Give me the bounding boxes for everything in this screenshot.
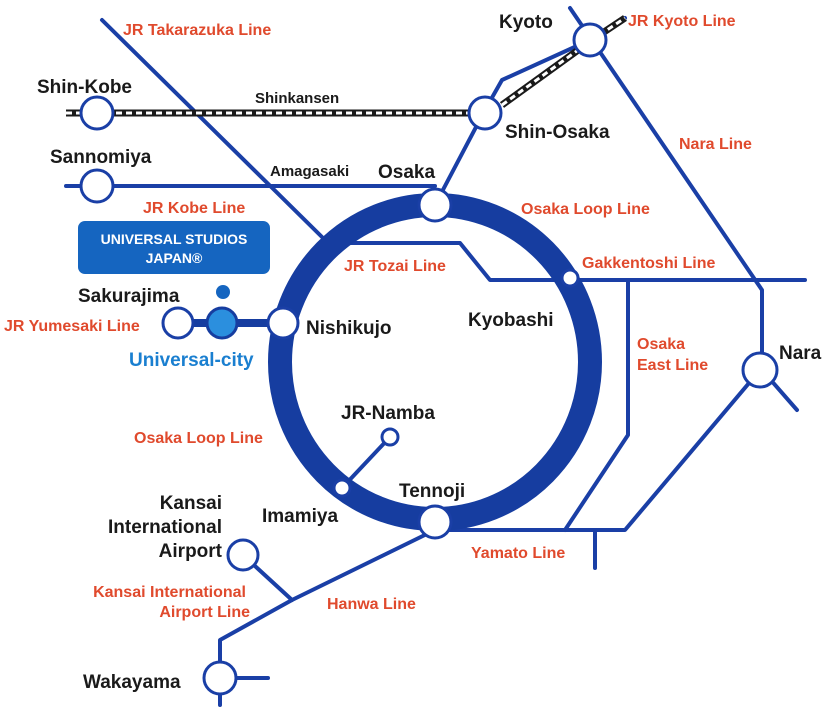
usj-line2: JAPAN® <box>146 250 203 266</box>
label-nishikujo: Nishikujo <box>306 318 392 339</box>
station-sakurajima <box>161 306 195 340</box>
station-nara <box>741 351 779 389</box>
station-kyoto <box>572 22 608 58</box>
label-imamiya: Imamiya <box>262 506 338 527</box>
station-tennoji <box>417 504 453 540</box>
takarazuka-line <box>100 18 324 239</box>
label-kansai-3: Airport <box>159 541 223 562</box>
label-tennoji: Tennoji <box>399 481 465 502</box>
label-jr-namba: JR-Namba <box>341 403 435 424</box>
station-nishikujo <box>266 306 300 340</box>
station-imamiya <box>332 478 352 498</box>
usj-pin <box>216 285 230 299</box>
label-kyoto: Kyoto <box>499 12 553 33</box>
label-nara-line: Nara Line <box>679 136 752 153</box>
yamato-line <box>438 368 762 532</box>
label-shinkansen: Shinkansen <box>255 90 339 107</box>
station-osaka <box>417 187 453 223</box>
label-universal-city: Universal-city <box>129 350 254 371</box>
station-sannomiya <box>79 168 115 204</box>
label-sannomiya: Sannomiya <box>50 147 152 168</box>
stations <box>79 22 779 696</box>
label-kix-line-1: Kansai International <box>93 584 246 601</box>
label-kyobashi: Kyobashi <box>468 310 554 331</box>
label-kansai-2: International <box>108 517 222 538</box>
line-labels: JR Takarazuka Line JR Kyoto Line Shinkan… <box>4 13 752 621</box>
label-shin-osaka: Shin-Osaka <box>505 122 610 143</box>
tozai-line <box>320 241 807 282</box>
label-kansai-1: Kansai <box>160 493 222 514</box>
station-universal-city <box>205 306 239 340</box>
station-shin-kobe <box>79 95 115 131</box>
label-osaka-loop-left: Osaka Loop Line <box>134 430 263 447</box>
label-kobe-line: JR Kobe Line <box>143 200 245 217</box>
label-sakurajima: Sakurajima <box>78 286 180 307</box>
label-amagasaki: Amagasaki <box>270 163 349 180</box>
osaka-east-line <box>563 278 630 532</box>
label-tozai-line: JR Tozai Line <box>344 258 446 275</box>
label-osaka-east-2: East Line <box>637 357 708 374</box>
label-kix-line-2: Airport Line <box>159 604 250 621</box>
label-nara: Nara <box>779 343 822 364</box>
station-shin-osaka <box>467 95 503 131</box>
nara-line <box>568 6 799 412</box>
label-takarazuka-line: JR Takarazuka Line <box>123 22 271 39</box>
station-kansai-airport <box>226 538 260 572</box>
station-wakayama <box>202 660 238 696</box>
label-gakkentoshi-line: Gakkentoshi Line <box>582 255 715 272</box>
label-osaka: Osaka <box>378 162 435 183</box>
usj-box <box>78 221 270 274</box>
station-jr-namba <box>380 427 400 447</box>
label-osaka-loop-top: Osaka Loop Line <box>521 201 650 218</box>
osaka-loop-ring <box>268 193 602 531</box>
label-yumesaki-line: JR Yumesaki Line <box>4 318 140 335</box>
label-osaka-east-1: Osaka <box>637 336 685 353</box>
usj-line1: UNIVERSAL STUDIOS <box>101 231 248 247</box>
label-wakayama: Wakayama <box>83 672 181 693</box>
label-hanwa-line: Hanwa Line <box>327 596 416 613</box>
label-kyoto-line: JR Kyoto Line <box>628 13 736 30</box>
station-labels: Kyoto Shin-Kobe Shin-Osaka Sannomiya Ama… <box>37 12 822 693</box>
station-kyobashi <box>560 268 580 288</box>
label-shin-kobe: Shin-Kobe <box>37 77 132 98</box>
label-yamato-line: Yamato Line <box>471 545 565 562</box>
